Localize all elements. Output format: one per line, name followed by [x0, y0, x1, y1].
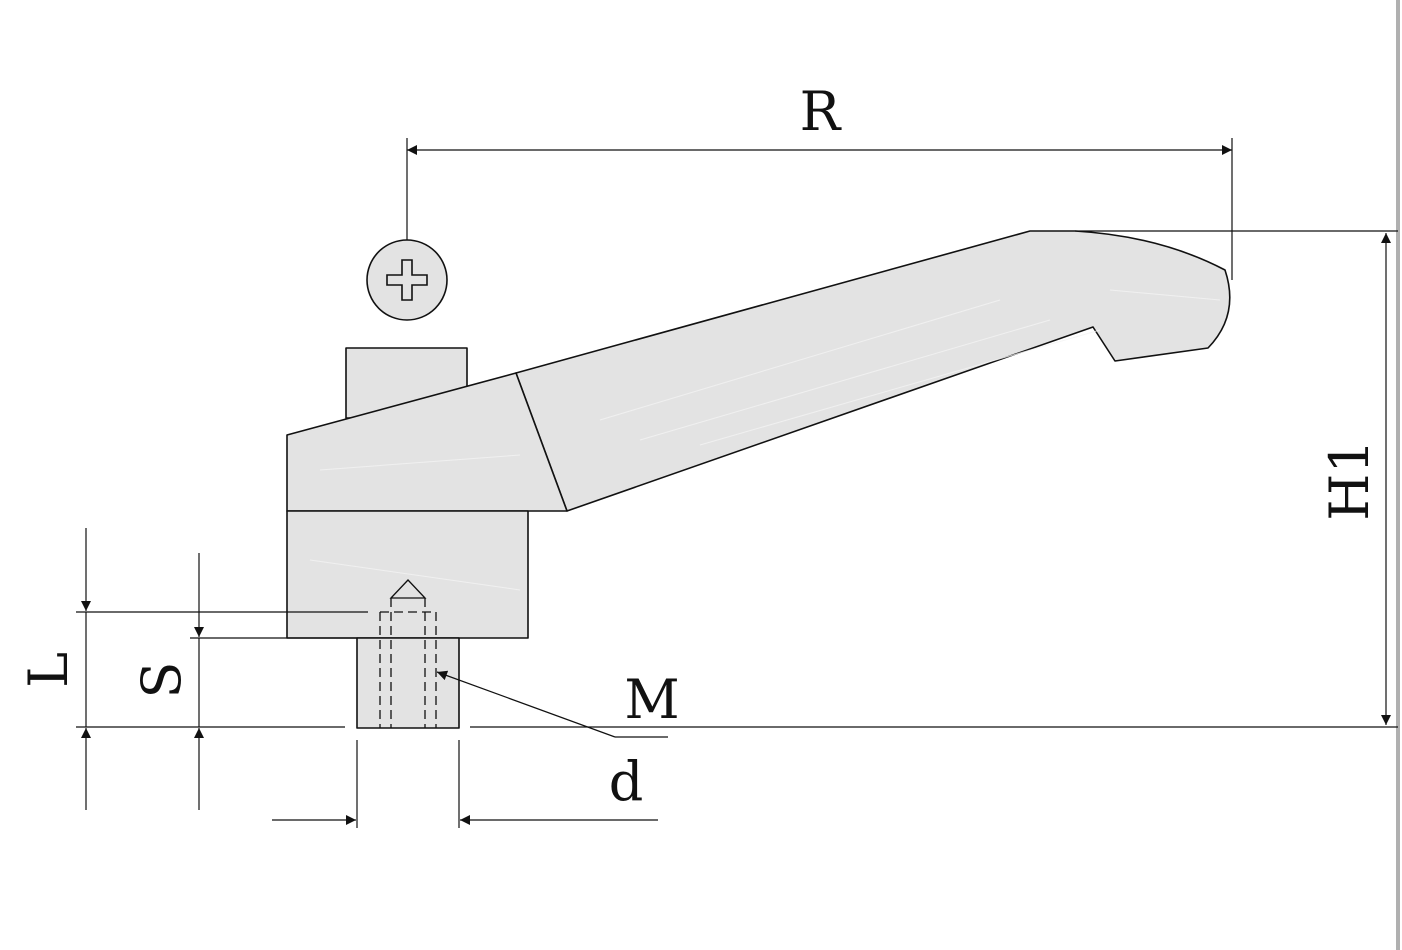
dim-label-m: M	[624, 668, 679, 731]
lever-arm	[515, 230, 1231, 512]
dimension-lines	[76, 138, 1398, 828]
lever-body	[286, 230, 1231, 729]
drill-point	[389, 579, 427, 599]
surface-shading	[309, 289, 1221, 591]
dim-label-l: L	[17, 652, 80, 688]
phillips-cross-icon	[366, 239, 448, 321]
dim-label-d: d	[609, 750, 644, 813]
dim-label-r: R	[800, 80, 842, 143]
dim-label-h1: H1	[1318, 439, 1381, 520]
dim-label-s: S	[130, 662, 193, 699]
lever-hub	[286, 510, 529, 639]
hidden-bore-lines	[379, 598, 437, 728]
lever-wedge	[286, 372, 568, 512]
threaded-stud	[356, 637, 460, 729]
m-leader-line	[436, 670, 616, 738]
